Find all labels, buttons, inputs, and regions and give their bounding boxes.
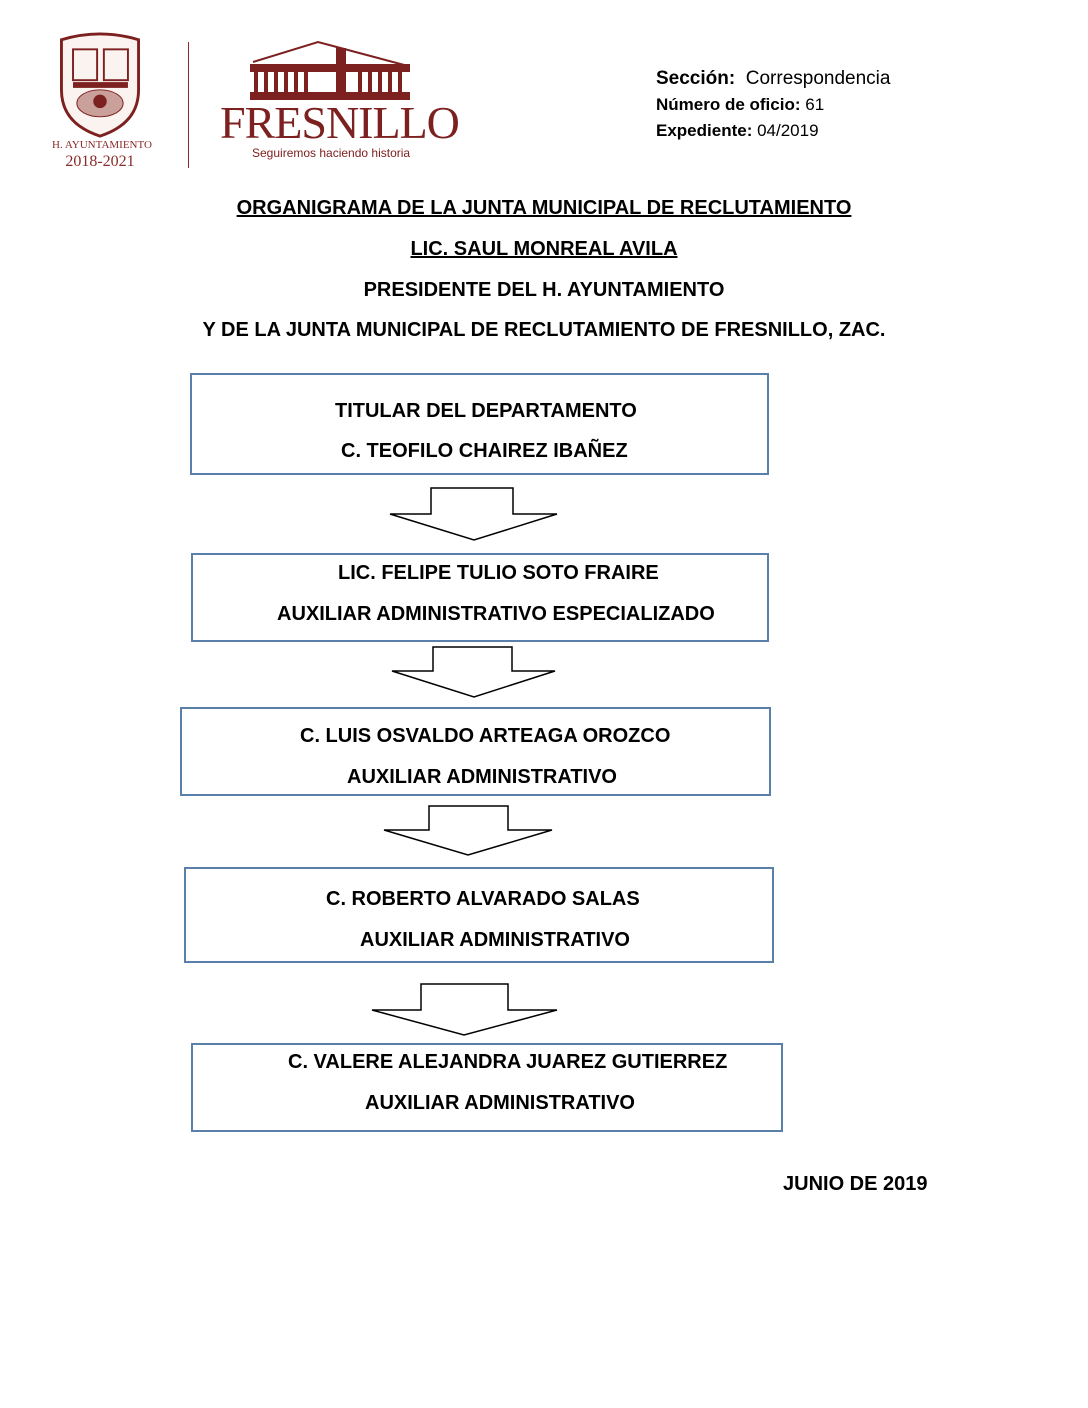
- org-box-titular: [190, 373, 769, 475]
- oficio-value: 61: [805, 95, 825, 114]
- title-text: ORGANIGRAMA DE LA JUNTA MUNICIPAL DE REC…: [236, 197, 852, 219]
- box-line: LIC. FELIPE TULIO SOTO FRAIRE: [338, 562, 659, 584]
- monument-icon: [250, 40, 410, 100]
- document-date: JUNIO DE 2019: [783, 1173, 928, 1195]
- junta-role: Y DE LA JUNTA MUNICIPAL DE RECLUTAMIENTO…: [202, 319, 886, 341]
- seccion-value: Correspondencia: [745, 68, 891, 89]
- fresnillo-wordmark: FRESNILLO: [220, 97, 460, 148]
- box-line: AUXILIAR ADMINISTRATIVO ESPECIALIZADO: [277, 603, 715, 625]
- box-line: AUXILIAR ADMINISTRATIVO: [347, 766, 617, 788]
- down-arrow-icon: [389, 487, 558, 541]
- org-box-auxiliar-1: [180, 707, 771, 796]
- seccion-label: Sección:: [656, 68, 736, 89]
- down-arrow-icon: [391, 646, 556, 698]
- org-box-auxiliar-especializado: [191, 553, 769, 642]
- president-name: LIC. SAUL MONREAL AVILA: [0, 237, 1088, 261]
- box-line: AUXILIAR ADMINISTRATIVO: [360, 929, 630, 951]
- fresnillo-logo: FRESNILLO Seguiremos haciendo historia: [218, 40, 460, 165]
- box-line: C. TEOFILO CHAIREZ IBAÑEZ: [341, 440, 628, 462]
- crest-caption: H. AYUNTAMIENTO: [52, 139, 152, 151]
- president-role: PRESIDENTE DEL H. AYUNTAMIENTO: [363, 279, 725, 301]
- expediente-label: Expediente:: [656, 121, 753, 140]
- box-line: C. VALERE ALEJANDRA JUAREZ GUTIERREZ: [288, 1051, 728, 1073]
- box-line: AUXILIAR ADMINISTRATIVO: [365, 1092, 635, 1114]
- org-box-auxiliar-2: [184, 867, 774, 963]
- oficio-label: Número de oficio:: [656, 95, 801, 114]
- down-arrow-icon: [371, 983, 558, 1036]
- box-line: TITULAR DEL DEPARTAMENTO: [335, 400, 637, 422]
- logo-divider: [188, 42, 189, 168]
- box-line: C. ROBERTO ALVARADO SALAS: [326, 888, 640, 910]
- shield-icon: [60, 32, 140, 138]
- org-box-auxiliar-3: [191, 1043, 783, 1132]
- down-arrow-icon: [383, 805, 553, 856]
- box-line: C. LUIS OSVALDO ARTEAGA OROZCO: [300, 725, 671, 747]
- president-name-text: LIC. SAUL MONREAL AVILA: [410, 238, 678, 260]
- oficio-line: Número de oficio: 61: [656, 95, 824, 115]
- expediente-line: Expediente: 04/2019: [656, 121, 819, 141]
- expediente-value: 04/2019: [757, 121, 819, 140]
- crest-years: 2018-2021: [65, 153, 135, 170]
- ayuntamiento-crest-logo: H. AYUNTAMIENTO 2018-2021: [52, 32, 152, 172]
- seccion-line: Sección: Correspondencia: [656, 68, 890, 90]
- document-title: ORGANIGRAMA DE LA JUNTA MUNICIPAL DE REC…: [0, 196, 1088, 220]
- fresnillo-slogan: Seguiremos haciendo historia: [252, 146, 411, 160]
